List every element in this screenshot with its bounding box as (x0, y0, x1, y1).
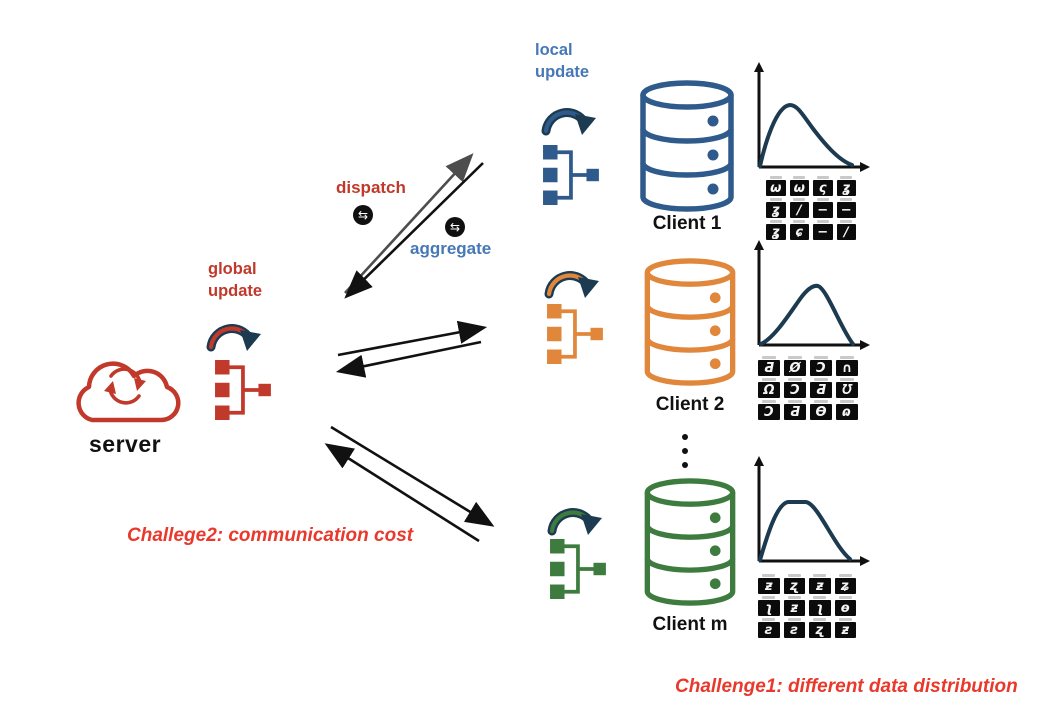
aggregate-arrow-client1 (344, 162, 484, 299)
digit-tile: ƨ (783, 618, 805, 638)
client-m-database-icon (644, 478, 736, 606)
client-1-distribution-chart (754, 62, 870, 172)
client-1-database-icon (640, 80, 734, 212)
digit-tile: Ʊ (836, 378, 858, 398)
client-2-database-icon (644, 258, 736, 386)
client-m-model-icon (550, 539, 606, 599)
server-model-icon (215, 360, 271, 420)
digit-tile: ʅ (758, 596, 780, 616)
digit-tile: ∕ (836, 220, 856, 240)
digit-tile: Ɵ (810, 400, 832, 420)
digit-tile: Ω (758, 378, 780, 398)
digit-tile: ƶ (758, 574, 780, 594)
dispatch-arrow-clientm (324, 443, 480, 543)
digit-tile: Ƌ (810, 378, 832, 398)
aggregate-arrow-clientm (330, 425, 495, 527)
digit-tile: ʅ (809, 596, 831, 616)
digit-tile: ʓ (766, 198, 786, 218)
digit-tile: ʑ (834, 574, 856, 594)
client-m-label: Client m (652, 614, 728, 635)
digit-tile: ƶ (783, 596, 805, 616)
local-update-label: local update (535, 41, 590, 81)
client-1-update-arrow-icon (541, 108, 596, 136)
digit-tile: ω (789, 176, 809, 196)
digit-tile: Ɔ (784, 378, 806, 398)
dispatch-label: dispatch (336, 178, 406, 197)
digit-tile: ƨ (758, 618, 780, 638)
client-2-update-arrow-icon (544, 271, 599, 299)
digit-tile: ∩ (836, 356, 858, 376)
digit-tile: Ɔ (758, 400, 780, 420)
client-m-update-arrow-icon (547, 508, 602, 536)
digit-tile: Ɔ (810, 356, 832, 376)
server-label: server (89, 431, 162, 457)
digit-tile: ʐ (809, 618, 831, 638)
global-update-arrow-icon (206, 324, 261, 352)
digit-tile: ω (766, 176, 786, 196)
digit-tile: − (836, 198, 856, 218)
client-1-label: Client 1 (652, 213, 722, 234)
transfer-icon: ⇆ (353, 205, 373, 225)
client-2-distribution-chart (754, 240, 870, 350)
server-cloud-icon (76, 361, 181, 423)
digit-tile: − (813, 220, 833, 240)
digit-tile: ς (813, 176, 833, 196)
client-m-distribution-chart (754, 456, 870, 566)
client-2-label: Client 2 (655, 394, 725, 415)
dispatch-arrow-client2 (337, 320, 488, 357)
global-update-label: global update (208, 260, 263, 300)
digit-tile: Ƌ (784, 400, 806, 420)
digit-tile: ɕ (789, 220, 809, 240)
clients-ellipsis (682, 434, 688, 468)
digit-tile: ɵ (834, 596, 856, 616)
challenge1-annotation: Challenge1: different data distribution (675, 676, 1018, 697)
digit-tile: ɷ (836, 400, 858, 420)
digit-tile: Ƌ (758, 356, 780, 376)
aggregate-arrow-client2 (335, 340, 482, 378)
transfer-icon: ⇆ (445, 217, 465, 237)
digit-tile: Ø (784, 356, 806, 376)
digit-tile: ∕ (789, 198, 809, 218)
digit-tile: ƶ (809, 574, 831, 594)
client-2-model-icon (547, 304, 603, 364)
digit-tile: ʓ (836, 176, 856, 196)
digit-tile: ʓ (766, 220, 786, 240)
challenge2-annotation: Challege2: communication cost (127, 525, 414, 546)
digit-tile: − (813, 198, 833, 218)
digit-tile: ƶ (834, 618, 856, 638)
digit-tile: ʐ (783, 574, 805, 594)
client-1-model-icon (543, 145, 599, 205)
aggregate-label: aggregate (410, 239, 492, 258)
